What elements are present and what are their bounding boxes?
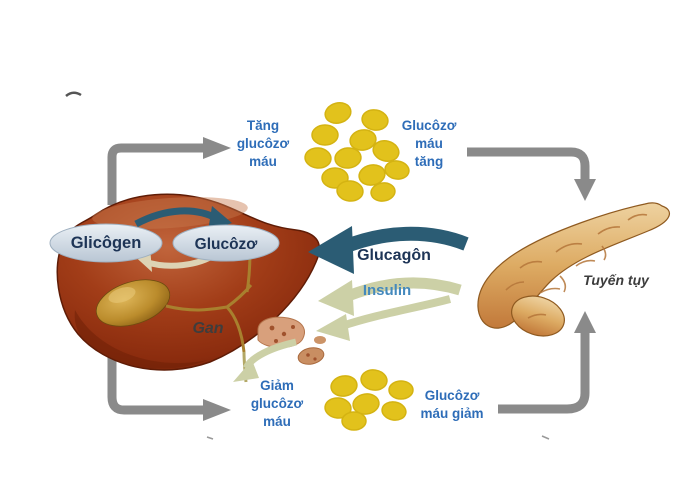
label-insulin: Insulin [362, 282, 412, 299]
arrow-tang-to-pancreas [467, 147, 590, 179]
glucagon-arrow [308, 226, 469, 274]
glucose-cells-top [304, 102, 410, 202]
arrow-liver-to-giam [107, 348, 203, 415]
glucose-cells-bottom [324, 369, 414, 431]
label-glucozo-mau-giam: Glucôzơ máu giảm [420, 388, 484, 421]
label-glucozo: Glucôzơ [194, 236, 258, 253]
label-glucagon: Glucagôn [357, 247, 431, 264]
glucozo-bubble [172, 224, 280, 262]
pancreas-illustration [477, 202, 671, 337]
insulin-arrows [233, 277, 462, 382]
arrow-giam-to-pancreas [498, 333, 590, 414]
arrow-liver-to-tang [107, 143, 203, 205]
pancreas-texture [505, 213, 648, 319]
gray-arrowheads [203, 137, 596, 421]
label-gan: Gan [192, 320, 224, 337]
label-glicogen: Glicôgen [70, 234, 142, 252]
stray-marks [65, 91, 550, 440]
label-giam-glucozo-mau: Giảm glucôzơ máu [250, 378, 304, 429]
label-tang-glucozo-mau: Tăng glucôzơ máu [236, 118, 290, 169]
label-tuyen-tuy: Tuyến tụy [583, 272, 649, 288]
glicogen-bubble [49, 223, 163, 263]
label-glucozo-mau-tang: Glucôzơ máu tăng [401, 118, 457, 169]
liver-illustration [56, 193, 321, 383]
